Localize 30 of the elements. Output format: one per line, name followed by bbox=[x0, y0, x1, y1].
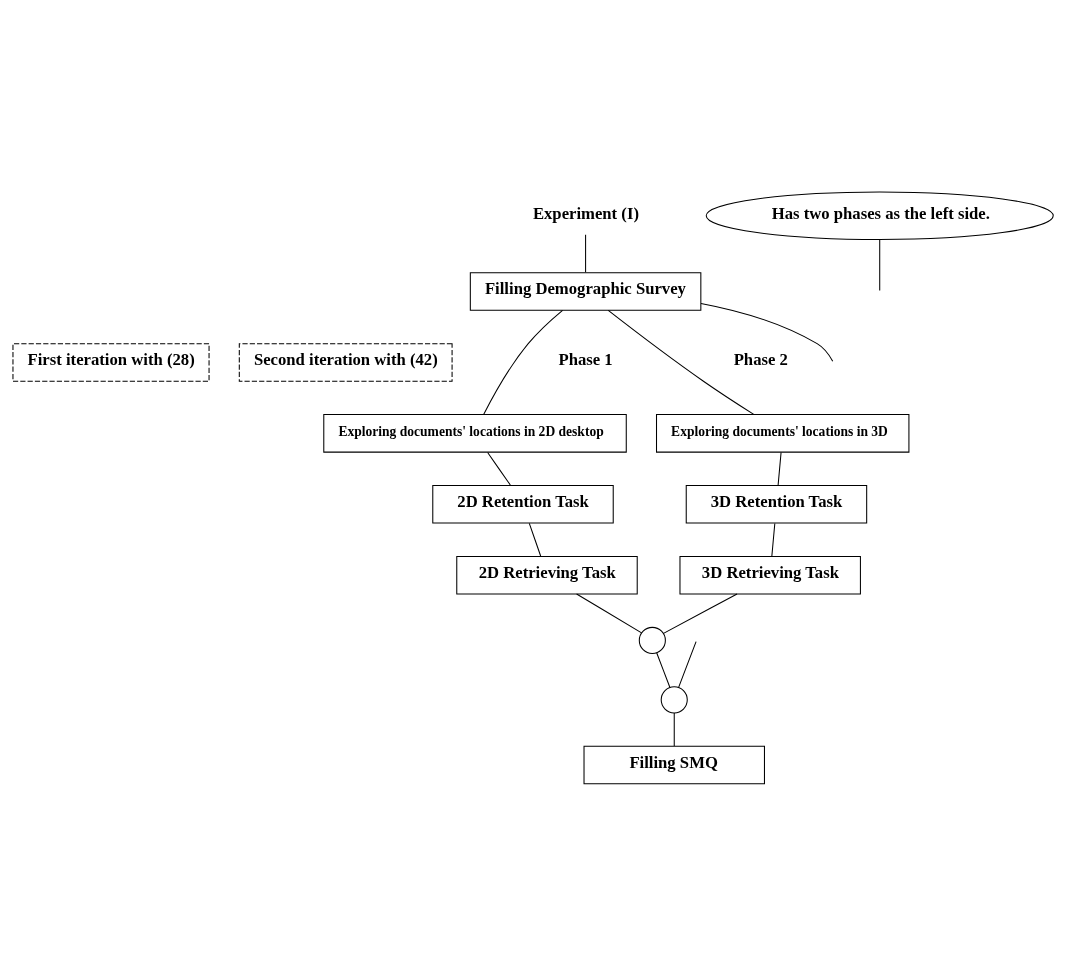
node-circle bbox=[638, 626, 666, 654]
node-box: Exploring documents' locations in 2D desktop bbox=[323, 413, 627, 453]
node-box: First iteration with (28) bbox=[12, 342, 210, 382]
node-box: Filling SMQ bbox=[583, 745, 765, 784]
connector bbox=[483, 309, 564, 415]
node-box: Second iteration with (42) bbox=[238, 342, 453, 382]
connector bbox=[673, 712, 675, 746]
label: Phase 2 bbox=[733, 349, 788, 369]
node-text: Experiment (I) bbox=[532, 203, 639, 223]
connector bbox=[777, 451, 782, 486]
label: Phase 1 bbox=[558, 349, 613, 369]
connector bbox=[607, 309, 755, 415]
connector bbox=[879, 238, 881, 291]
connector bbox=[528, 522, 542, 556]
node-box: 3D Retrieving Task bbox=[679, 555, 861, 594]
node-circle bbox=[660, 685, 688, 713]
connector bbox=[663, 593, 738, 634]
connector bbox=[576, 593, 643, 633]
node-box: 3D Retention Task bbox=[685, 484, 868, 524]
node-ellipse: Has two phases as the left side. bbox=[705, 191, 1054, 240]
connector bbox=[771, 522, 776, 556]
node-box: Filling Demographic Survey bbox=[469, 271, 702, 311]
node-box: 2D Retrieving Task bbox=[456, 555, 638, 594]
connector bbox=[678, 640, 697, 688]
connector bbox=[487, 451, 511, 486]
node-box: Exploring documents' locations in 3D bbox=[656, 413, 910, 453]
node-box: 2D Retention Task bbox=[432, 484, 614, 524]
connector bbox=[585, 233, 587, 273]
connector bbox=[656, 651, 671, 688]
connector bbox=[700, 302, 834, 362]
